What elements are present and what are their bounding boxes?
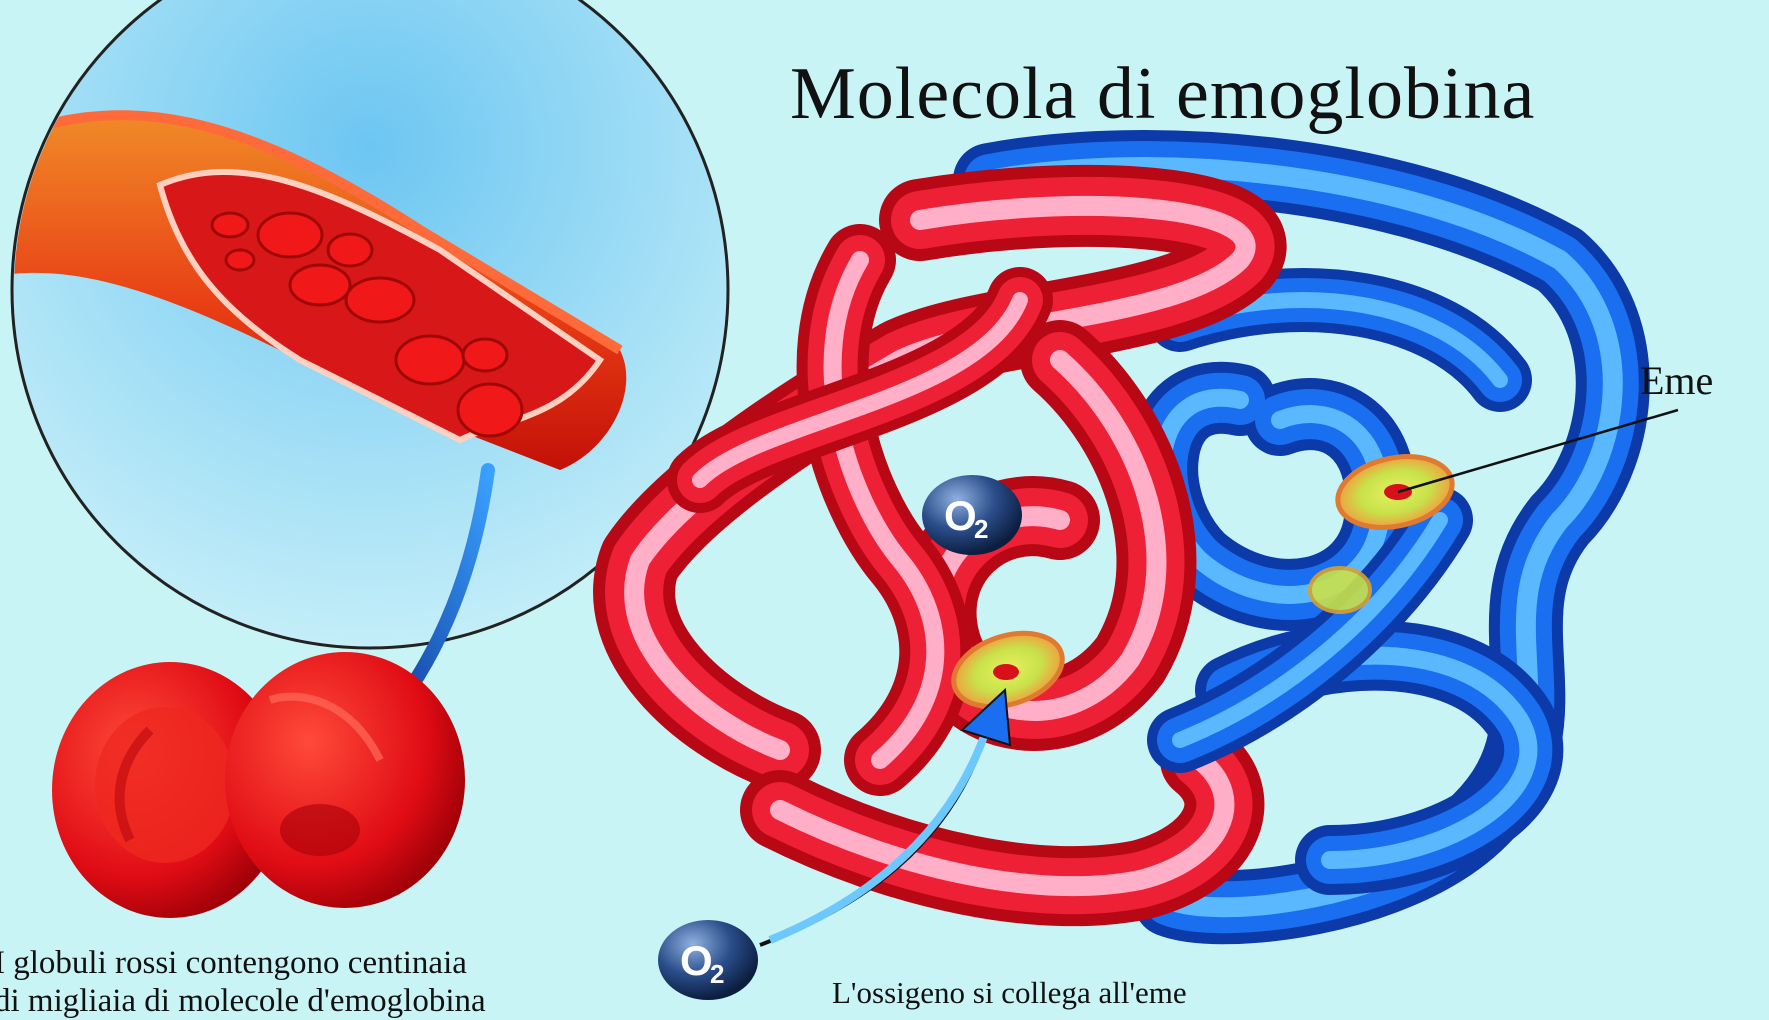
heme-group xyxy=(1310,568,1370,612)
oxygen-subscript: 2 xyxy=(710,959,724,989)
red-cell-in-vessel xyxy=(258,213,322,257)
red-cell-in-vessel xyxy=(463,339,507,371)
red-cell-in-vessel xyxy=(458,384,522,436)
oxygen-subscript: 2 xyxy=(974,514,988,544)
red-cell-in-vessel xyxy=(226,250,254,270)
hemoglobin-molecule xyxy=(634,167,1613,907)
red-cell-in-vessel xyxy=(290,265,350,305)
red-cells-caption: I globuli rossi contengono centinaia di … xyxy=(0,944,486,1020)
red-cell-in-vessel xyxy=(328,234,372,266)
red-cells-caption-line-1: I globuli rossi contengono centinaia xyxy=(0,944,486,982)
diagram-title: Molecola di emoglobina xyxy=(790,52,1535,137)
red-cell-in-vessel xyxy=(346,278,414,322)
red-cell-in-vessel xyxy=(396,336,464,384)
red-blood-cells xyxy=(52,652,465,918)
oxygen-symbol: O xyxy=(680,937,713,984)
oxygen-molecule: O 2 xyxy=(922,475,1022,555)
eme-label: Eme xyxy=(1640,357,1713,404)
oxygen-symbol: O xyxy=(944,492,977,539)
oxygen-molecule: O 2 xyxy=(658,920,758,1000)
oxygen-binding-caption: L'ossigeno si collega all'eme xyxy=(832,975,1187,1011)
red-cell-in-vessel xyxy=(212,213,248,237)
red-cells-caption-line-2: di migliaia di molecole d'emoglobina xyxy=(0,982,486,1020)
